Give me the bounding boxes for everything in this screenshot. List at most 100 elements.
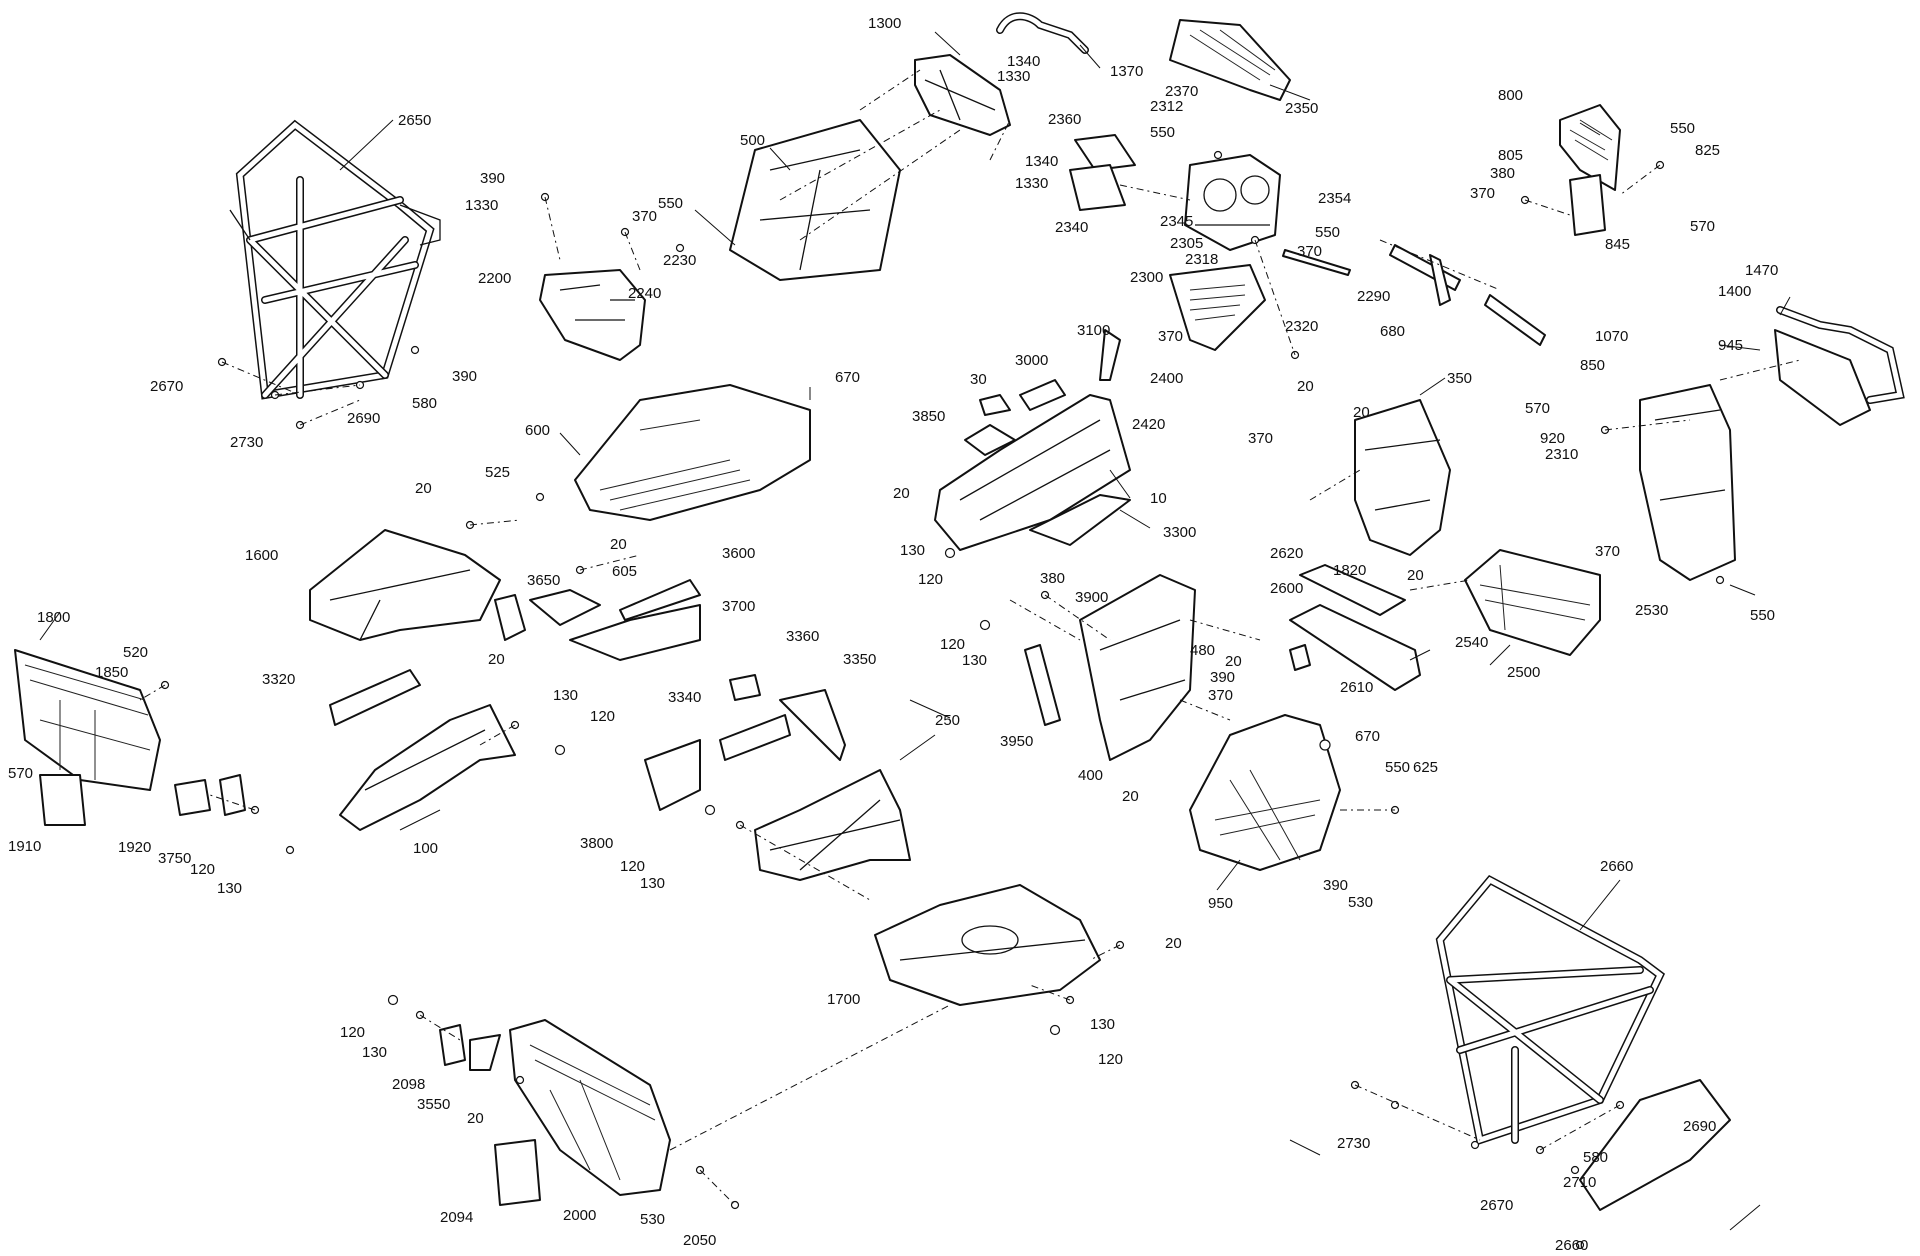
bracket-1300 <box>914 54 1011 136</box>
callout: 945 <box>1718 337 1743 354</box>
side-panel-350 <box>1354 399 1451 556</box>
callout: 3650 <box>527 572 560 589</box>
plate-3850 <box>964 424 1016 456</box>
callout: 130 <box>640 875 665 892</box>
rear-panel-2000 <box>509 1019 671 1196</box>
callout: 2310 <box>1545 446 1578 463</box>
tube-1370 <box>996 12 1089 54</box>
center-console-10 <box>934 394 1131 551</box>
bracket-2098 <box>439 1024 466 1066</box>
callout: 20 <box>467 1110 484 1127</box>
callout: 1820 <box>1333 562 1366 579</box>
callout: 1910 <box>8 838 41 855</box>
callout: 570 <box>1525 400 1550 417</box>
plate-1920 <box>174 779 211 816</box>
dash-support-500 <box>729 119 901 281</box>
panel-400 <box>1079 574 1196 761</box>
callout: 390 <box>452 368 477 385</box>
plate-2094 <box>494 1139 541 1206</box>
callout: 2354 <box>1318 190 1351 207</box>
hardware-fasteners <box>160 150 1725 1250</box>
callout: 380 <box>1490 165 1515 182</box>
part-drawings <box>14 12 1905 1211</box>
callout: 570 <box>1690 218 1715 235</box>
callout: 2340 <box>1055 219 1088 236</box>
callout: 800 <box>1498 87 1523 104</box>
lever-2400 <box>1099 329 1121 381</box>
callout: 250 <box>935 712 960 729</box>
callout: 2660 <box>1555 1237 1588 1254</box>
bezel-605 <box>529 589 601 626</box>
callout: 2660 <box>1600 858 1633 875</box>
callout: 120 <box>918 571 943 588</box>
callout: 20 <box>488 651 505 668</box>
callout: 2000 <box>563 1207 596 1224</box>
cap-3360 <box>729 674 761 701</box>
callout: 550 <box>658 195 683 212</box>
callout: 3100 <box>1077 322 1110 339</box>
callout: 580 <box>412 395 437 412</box>
callout: 3320 <box>262 671 295 688</box>
callout: 920 <box>1540 430 1565 447</box>
callout: 2710 <box>1563 1174 1596 1191</box>
callout: 530 <box>1348 894 1373 911</box>
tray-2500 <box>1464 549 1601 656</box>
callout: 370 <box>1470 185 1495 202</box>
callout: 1340 <box>1025 153 1058 170</box>
rocker-250 <box>754 769 911 881</box>
callout: 370 <box>1248 430 1273 447</box>
callout: 20 <box>415 480 432 497</box>
callout: 120 <box>590 708 615 725</box>
callout: 3900 <box>1075 589 1108 606</box>
callout: 370 <box>632 208 657 225</box>
callout: 950 <box>1208 895 1233 912</box>
callout: 390 <box>480 170 505 187</box>
trim-2600 <box>1289 604 1421 691</box>
callout: 570 <box>8 765 33 782</box>
callout: 1330 <box>465 197 498 214</box>
callout: 670 <box>1355 728 1380 745</box>
callout: 1330 <box>997 68 1030 85</box>
callout: 2690 <box>347 410 380 427</box>
callout: 850 <box>1580 357 1605 374</box>
callout: 825 <box>1695 142 1720 159</box>
callout: 120 <box>620 858 645 875</box>
callout: 2370 <box>1165 83 1198 100</box>
callout: 1800 <box>37 609 70 626</box>
callout: 550 <box>1150 124 1175 141</box>
trim-3600 <box>619 579 701 621</box>
trim-2620 <box>1299 564 1406 616</box>
callout: 20 <box>610 536 627 553</box>
strip-2290 <box>1282 249 1351 276</box>
callout: 20 <box>1353 404 1370 421</box>
callout: 3850 <box>912 408 945 425</box>
callout: 1700 <box>827 991 860 1008</box>
callout: 130 <box>962 652 987 669</box>
callout: 20 <box>1407 567 1424 584</box>
callout: 2730 <box>1337 1135 1370 1152</box>
plate-805 <box>1569 174 1606 236</box>
bracket-1400 <box>1774 329 1871 426</box>
pad-2340 <box>1069 164 1126 211</box>
callout: 370 <box>1208 687 1233 704</box>
plate-3300 <box>1029 494 1131 546</box>
bracket-3650 <box>494 594 526 641</box>
panel-3700 <box>569 604 701 661</box>
callout: 20 <box>1165 935 1182 952</box>
callout: 2320 <box>1285 318 1318 335</box>
callout: 1600 <box>245 547 278 564</box>
callout: 3800 <box>580 835 613 852</box>
callout: 2620 <box>1270 545 1303 562</box>
callout: 1330 <box>1015 175 1048 192</box>
callout: 2200 <box>478 270 511 287</box>
callout: 3360 <box>786 628 819 645</box>
callout: 2230 <box>663 252 696 269</box>
callout: 525 <box>485 464 510 481</box>
callout: 20 <box>893 485 910 502</box>
clip-30 <box>979 394 1011 416</box>
callout: 550 <box>1315 224 1340 241</box>
callout: 2360 <box>1048 111 1081 128</box>
callout: 2530 <box>1635 602 1668 619</box>
console-2200 <box>539 269 646 361</box>
callout: 580 <box>1583 1149 1608 1166</box>
